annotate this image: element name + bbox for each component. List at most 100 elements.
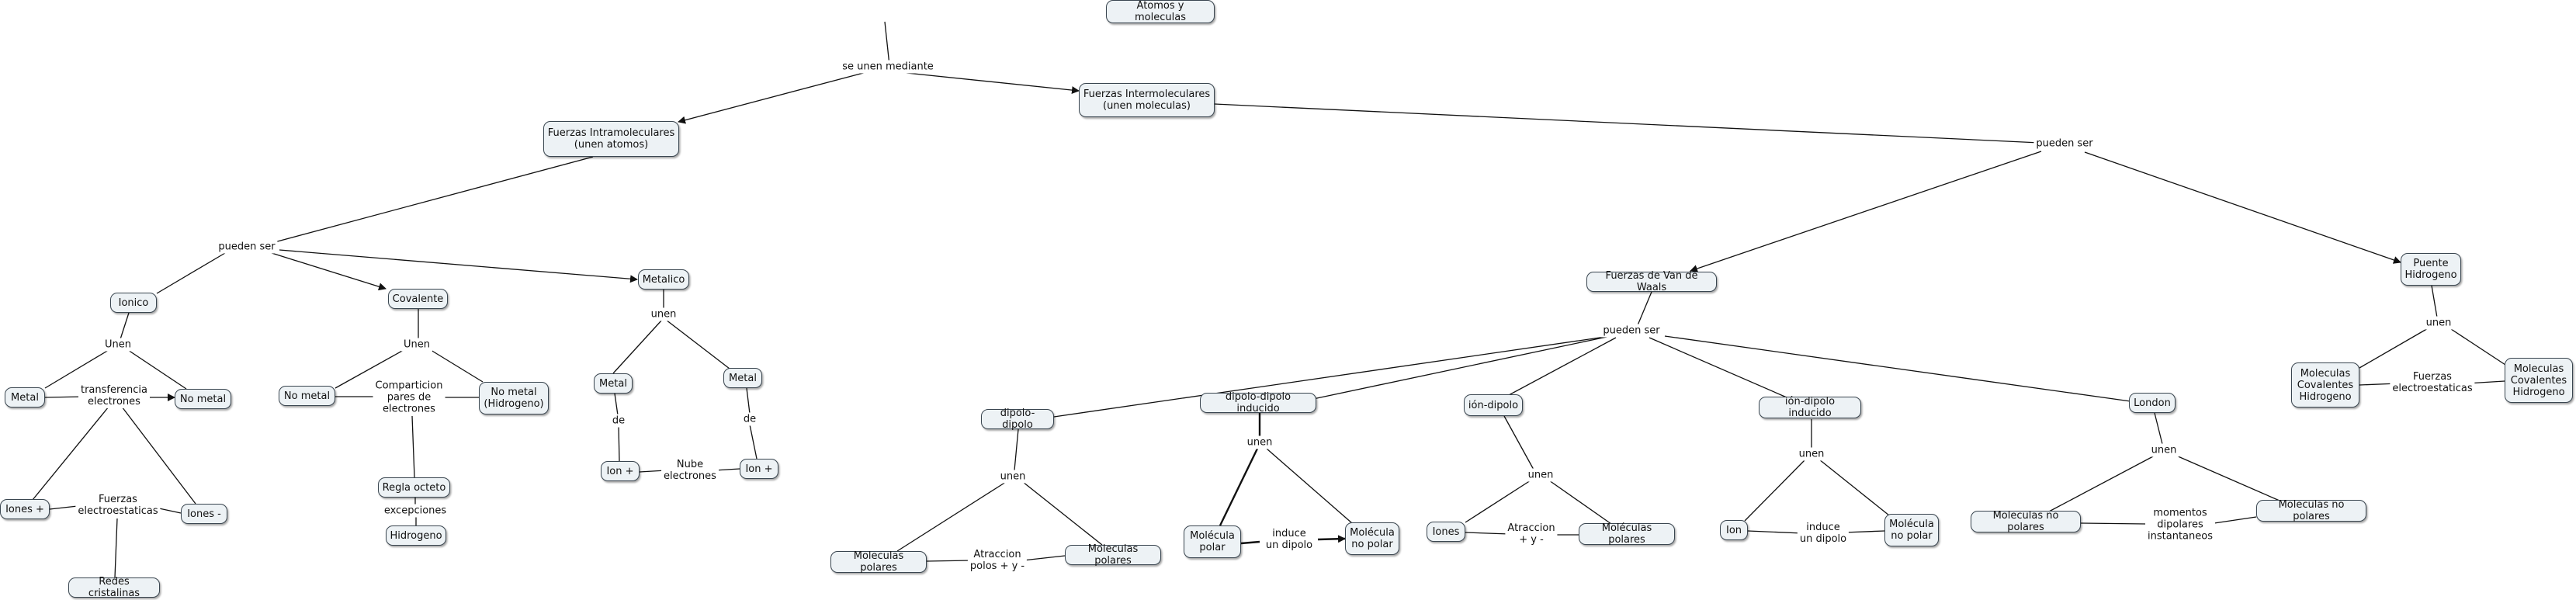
connector-34 <box>749 424 758 460</box>
connector-7 <box>156 252 226 294</box>
connector-22 <box>430 349 484 383</box>
connector-59 <box>1465 480 1531 523</box>
node-moleculas-no-polares-a[interactable]: Moleculas no polares <box>1971 510 2081 533</box>
connector-31 <box>614 393 619 416</box>
node-metal-b[interactable]: Metal <box>723 368 762 388</box>
label-induce-dipolo-a: induce un dipolo <box>1263 527 1316 552</box>
label-unen-dipolo-dipolo: unen <box>997 470 1028 484</box>
connector-64 <box>1744 459 1806 522</box>
node-no-metal-hidrogeno[interactable]: No metal (Hidrogeno) <box>479 382 549 414</box>
connector-19 <box>114 518 118 578</box>
connector-50 <box>1022 481 1103 546</box>
connector-72 <box>2214 516 2257 524</box>
label-momentos-dipolares: momentos dipolares instantaneos <box>2145 506 2215 543</box>
label-unen-puente: unen <box>2423 316 2454 330</box>
node-ionico[interactable]: Ionico <box>110 293 157 313</box>
label-de-a: de <box>609 414 628 428</box>
connector-6 <box>271 156 594 244</box>
node-dipolo-dipolo-inducido[interactable]: dipolo-dipolo inducido <box>1200 391 1316 414</box>
node-molecula-no-polar-b[interactable]: Molécula no polar <box>1884 514 1939 546</box>
node-molecula-polar[interactable]: Molécula polar <box>1184 525 1241 558</box>
connector-33 <box>746 387 751 414</box>
node-moleculas-polares-a[interactable]: Moleculas polares <box>830 550 927 574</box>
node-ion-positivo-b[interactable]: Ion + <box>740 459 778 479</box>
connector-15 <box>32 406 109 501</box>
connector-68 <box>2154 412 2163 445</box>
connector-10 <box>120 312 130 340</box>
connector-60 <box>1548 480 1612 525</box>
node-ion-positivo-a[interactable]: Ion + <box>601 461 640 481</box>
connector-12 <box>127 349 187 390</box>
connector-1 <box>678 71 870 124</box>
node-hidrogeno[interactable]: Hidrogeno <box>386 525 446 546</box>
connector-44 <box>2359 327 2430 369</box>
connector-38 <box>1053 336 1606 418</box>
node-fuerzas-intermoleculares[interactable]: Fuerzas Intermoleculares (unen moleculas… <box>1079 83 1215 117</box>
connector-5 <box>2084 151 2401 264</box>
connector-61 <box>1465 532 1510 535</box>
node-atomos[interactable]: Atomos y moleculas <box>1106 0 1215 23</box>
node-puente-hidrogeno[interactable]: Puente Hidrogeno <box>2401 253 2461 286</box>
node-ion[interactable]: Ion <box>1720 520 1748 540</box>
node-metalico[interactable]: Metalico <box>638 269 689 290</box>
node-iones-ion-dipolo[interactable]: Iones <box>1427 522 1465 542</box>
label-atraccion-polos: Atraccion polos + y - <box>967 548 1028 573</box>
node-metal-a[interactable]: Metal <box>594 373 633 394</box>
connector-3 <box>1214 103 2040 144</box>
connector-45 <box>2448 327 2506 366</box>
connector-69 <box>2048 455 2155 512</box>
node-covalente[interactable]: Covalente <box>388 289 448 309</box>
node-iones-negativos[interactable]: Iones - <box>181 504 227 524</box>
connector-52 <box>1022 555 1066 561</box>
label-transferencia-electrones: transferencia electrones <box>78 383 151 408</box>
node-iones-positivos[interactable]: Iones + <box>0 499 50 519</box>
connector-58 <box>1503 415 1534 470</box>
node-ion-dipolo-inducido[interactable]: ión-dipolo inducido <box>1759 396 1861 419</box>
node-metal-ionico[interactable]: Metal <box>5 387 45 408</box>
connector-66 <box>1747 530 1803 534</box>
connector-43 <box>2431 285 2438 318</box>
connector-4 <box>1690 151 2042 272</box>
node-moleculas-covalentes-hidrogeno-b[interactable]: Moleculas Covalentes Hidrogeno <box>2505 358 2573 403</box>
node-no-metal-ionico[interactable]: No metal <box>175 389 231 409</box>
label-pueden-ser-vdw: pueden ser <box>1600 324 1662 338</box>
connector-16 <box>121 406 196 505</box>
node-london[interactable]: London <box>2129 393 2176 413</box>
node-van-der-waals[interactable]: Fuerzas de Van de Waals <box>1586 270 1717 293</box>
node-moleculas-no-polares-b[interactable]: Moleculas no polares <box>2256 499 2366 522</box>
connector-48 <box>1014 428 1019 471</box>
connector-67 <box>1843 530 1885 533</box>
label-nube-electrones: Nube electrones <box>661 458 719 483</box>
connector-55 <box>1266 448 1353 524</box>
node-dipolo-dipolo[interactable]: dipolo-dipolo <box>981 408 1054 431</box>
label-comparticion-pares: Comparticion pares de electrones <box>373 379 446 416</box>
label-unen-ion-dipolo-inducido: unen <box>1796 447 1827 461</box>
connector-71 <box>2080 522 2147 525</box>
node-moleculas-covalentes-hidrogeno-a[interactable]: Moleculas Covalentes Hidrogeno <box>2291 362 2359 408</box>
label-unen-covalente: Unen <box>401 338 432 352</box>
connector-9 <box>279 249 638 283</box>
label-pueden-ser-inter: pueden ser <box>2033 137 2096 151</box>
label-unen-ion-dipolo: unen <box>1525 468 1556 482</box>
connector-0 <box>884 21 890 66</box>
label-unen-metalico: unen <box>648 307 679 321</box>
connector-42 <box>1664 335 2131 402</box>
node-fuerzas-intramoleculares[interactable]: Fuerzas Intramoleculares (unen atomos) <box>543 121 679 157</box>
label-fuerzas-electroestaticas-ionico: Fuerzas electroestaticas <box>75 493 161 518</box>
node-moleculas-polares-b[interactable]: Moleculas polares <box>1065 543 1161 567</box>
node-redes-cristalinas[interactable]: Redes cristalinas <box>68 576 160 599</box>
node-regla-octeto[interactable]: Regla octeto <box>378 477 450 498</box>
connector-17 <box>49 505 78 510</box>
connector-11 <box>44 349 109 389</box>
node-no-metal-covalente[interactable]: No metal <box>279 386 335 406</box>
connector-29 <box>612 319 663 374</box>
label-induce-dipolo-b: induce un dipolo <box>1797 521 1850 546</box>
connector-8 <box>271 252 387 291</box>
label-unen-ionico: Unen <box>102 338 133 352</box>
node-molecula-no-polar-a[interactable]: Molécula no polar <box>1345 522 1399 555</box>
node-ion-dipolo[interactable]: ión-dipolo <box>1464 394 1523 416</box>
connector-lines <box>32 21 2506 578</box>
node-moleculas-polares-ion-dipolo[interactable]: Moléculas polares <box>1579 522 1675 546</box>
connector-65 <box>1818 459 1890 516</box>
